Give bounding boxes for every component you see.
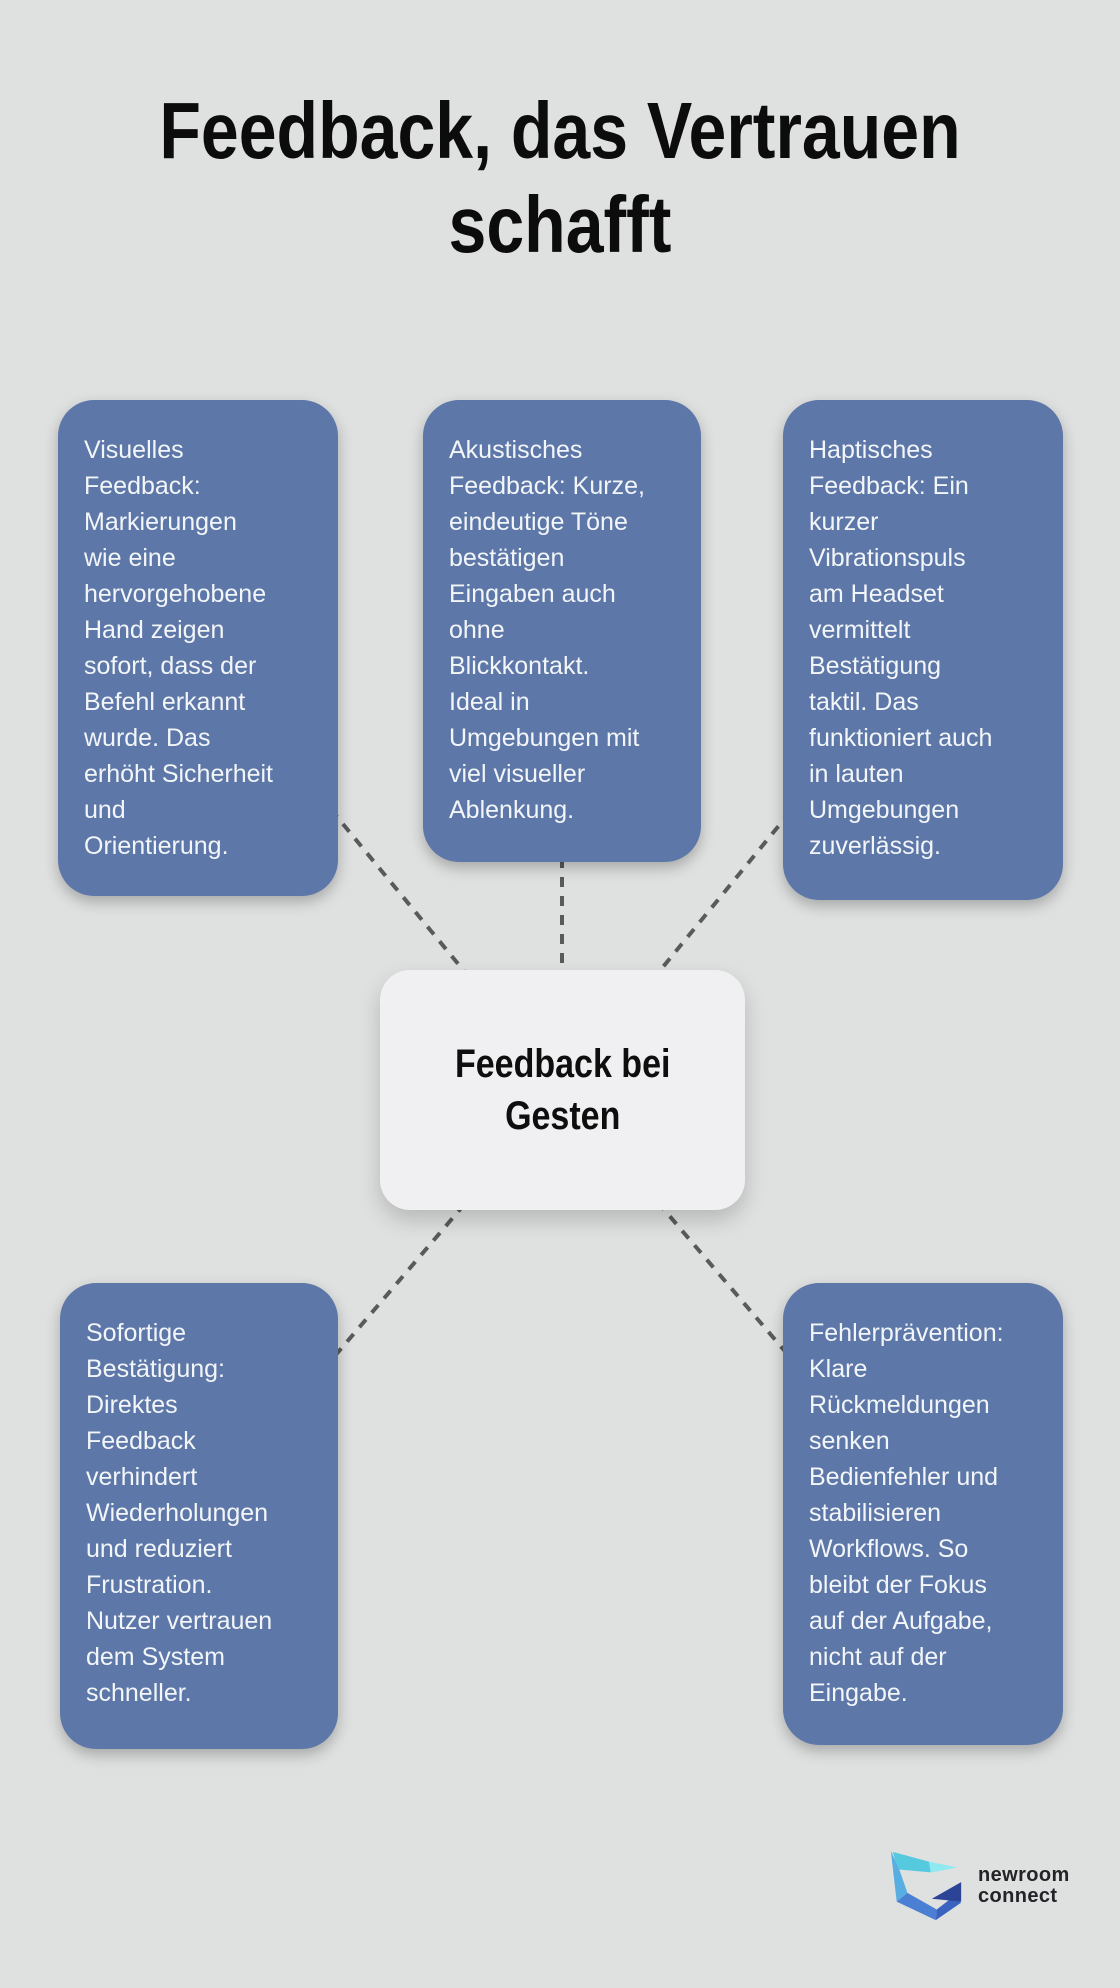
node-text: Haptisches Feedback: Ein kurzer Vibratio… bbox=[809, 436, 993, 860]
brand-logo: newroom connect bbox=[884, 1846, 1070, 1926]
page-title: Feedback, das Vertrauen schafft bbox=[159, 86, 961, 270]
center-node-label: Feedback bei Gesten bbox=[454, 1042, 671, 1138]
node-sofortige-bestaetigung: Sofortige Bestätigung: Direktes Feedback… bbox=[60, 1283, 338, 1749]
node-haptisches-feedback: Haptisches Feedback: Ein kurzer Vibratio… bbox=[783, 400, 1063, 900]
node-text: Sofortige Bestätigung: Direktes Feedback… bbox=[86, 1319, 273, 1707]
node-visuelles-feedback: Visuelles Feedback: Markierungen wie ein… bbox=[58, 400, 338, 896]
newroom-connect-logo-icon bbox=[890, 1850, 962, 1921]
node-text: Fehlerprävention: Klare Rückmeldungen se… bbox=[809, 1319, 1004, 1707]
node-text: Visuelles Feedback: Markierungen wie ein… bbox=[84, 436, 274, 860]
logo-wordmark: newroom connect bbox=[978, 1865, 1070, 1907]
logo-text-line1: newroom bbox=[978, 1864, 1070, 1886]
node-text: Akustisches Feedback: Kurze, eindeutige … bbox=[449, 436, 645, 824]
node-akustisches-feedback: Akustisches Feedback: Kurze, eindeutige … bbox=[423, 400, 701, 862]
node-fehlerpraevention: Fehlerprävention: Klare Rückmeldungen se… bbox=[783, 1283, 1063, 1745]
center-node: Feedback bei Gesten bbox=[380, 970, 745, 1210]
logo-text-line2: connect bbox=[978, 1885, 1058, 1907]
